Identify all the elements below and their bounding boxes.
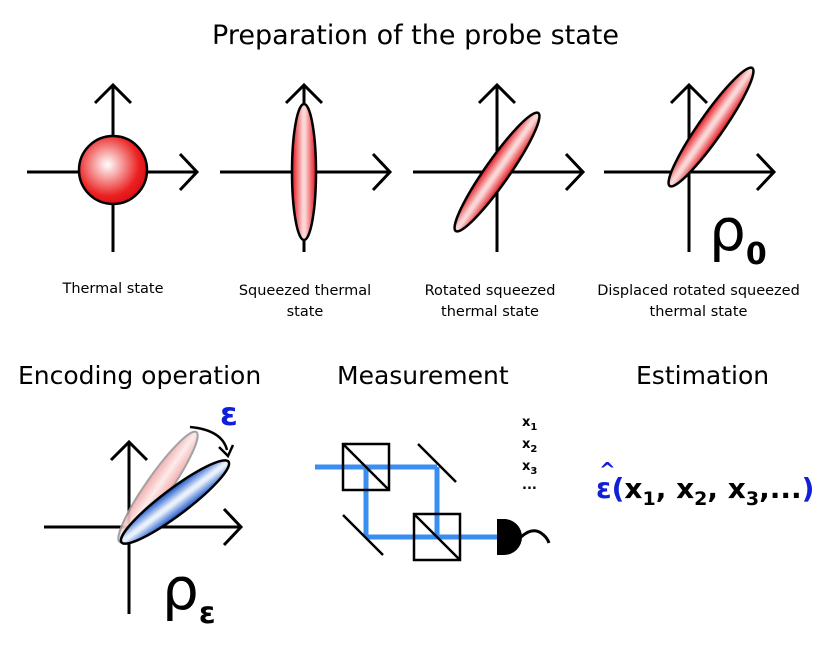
p-axis-arrowhead (284, 82, 324, 105)
thermal-state-blob (77, 134, 149, 206)
displaced-state-caption: Displaced rotated squeezed thermal state (597, 283, 800, 320)
measurement-ellipsis: ... (522, 478, 537, 493)
detector-icon (497, 519, 522, 555)
x-axis-arrowhead (371, 152, 393, 192)
beam-path (315, 464, 498, 540)
encoding-title: Encoding operation (18, 361, 262, 390)
beam-splitter-2 (412, 512, 462, 562)
squeezed-state-diagram (220, 82, 393, 252)
measurement-diagram (315, 442, 551, 562)
thermal-state-caption: Thermal state (62, 281, 164, 297)
estimator-expression: ε^(x1, x2, x3,...) (596, 458, 815, 510)
p-axis-arrowhead (669, 82, 709, 105)
thermal-state-diagram (27, 82, 200, 252)
encoded-state-ellipse (119, 459, 231, 545)
measurement-outcome-2: x2 (522, 437, 538, 455)
rho-epsilon-label: ρε (162, 555, 216, 631)
p-axis-arrowhead (477, 82, 517, 105)
mirror-1 (417, 443, 457, 483)
displaced-ellipse (667, 66, 755, 188)
detector-cable (519, 529, 551, 544)
rotation-arrow (189, 425, 229, 451)
squeezed-ellipse (290, 102, 318, 242)
rotated-ellipse (453, 111, 541, 233)
rotation-arrowhead (218, 444, 235, 459)
encoding-rotation-epsilon: ε (220, 395, 238, 433)
rotated-state-caption: Rotated squeezed thermal state (424, 283, 556, 320)
x-axis-arrowhead (564, 152, 586, 192)
estimation-title: Estimation (636, 361, 770, 390)
measurement-outcome-1: x1 (522, 415, 538, 433)
measurement-title: Measurement (337, 361, 509, 390)
squeezed-state-caption: Squeezed thermal state (238, 283, 372, 320)
p-axis-arrowhead (109, 439, 149, 462)
diagram-title: Preparation of the probe state (212, 20, 619, 51)
mirror-2 (342, 514, 384, 556)
rho-zero-label: ρ0 (709, 196, 767, 272)
measurement-outcome-3: x3 (522, 459, 538, 477)
x-axis-arrowhead (222, 507, 244, 547)
displaced-state-diagram (604, 66, 777, 252)
x-axis-arrowhead (755, 152, 777, 192)
x-axis-arrowhead (178, 152, 200, 192)
rotated-state-diagram (413, 82, 586, 252)
beam-splitter-1 (341, 442, 391, 492)
encoding-diagram (44, 425, 244, 614)
p-axis-arrowhead (93, 82, 133, 105)
estimator-epsilon-hat: ε^ (596, 458, 616, 505)
